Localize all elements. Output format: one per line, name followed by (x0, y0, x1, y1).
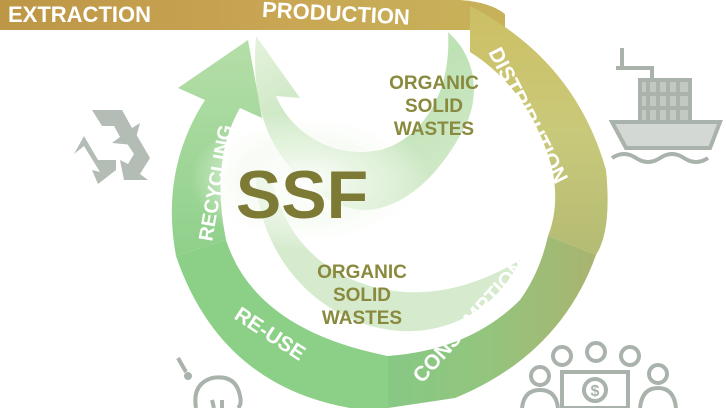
consumption-band (388, 236, 596, 408)
distribution-band (470, 6, 608, 255)
svg-text:WASTES: WASTES (394, 119, 474, 140)
svg-text:WASTES: WASTES (322, 308, 402, 329)
dollar-glyph: $ (591, 383, 600, 400)
cargo-ship-icon (608, 48, 723, 164)
svg-text:ORGANIC: ORGANIC (317, 262, 407, 283)
svg-text:ORGANIC: ORGANIC (389, 73, 479, 94)
ssf-title: SSF (236, 157, 368, 233)
upper-wastes-label: ORGANIC SOLID WASTES (389, 73, 479, 140)
svg-text:SOLID: SOLID (333, 285, 391, 306)
reuse-band (176, 240, 388, 408)
svg-text:SOLID: SOLID (405, 96, 463, 117)
extraction-band (0, 0, 505, 30)
extraction-label: EXTRACTION (8, 2, 151, 27)
lower-wastes-label: ORGANIC SOLID WASTES (317, 262, 407, 329)
lightbulb-icon (176, 357, 243, 408)
people-money-icon: $ (520, 341, 678, 408)
inner-swirl-lower (255, 170, 520, 332)
recycle-icon (74, 110, 150, 184)
center-glow (190, 110, 430, 250)
